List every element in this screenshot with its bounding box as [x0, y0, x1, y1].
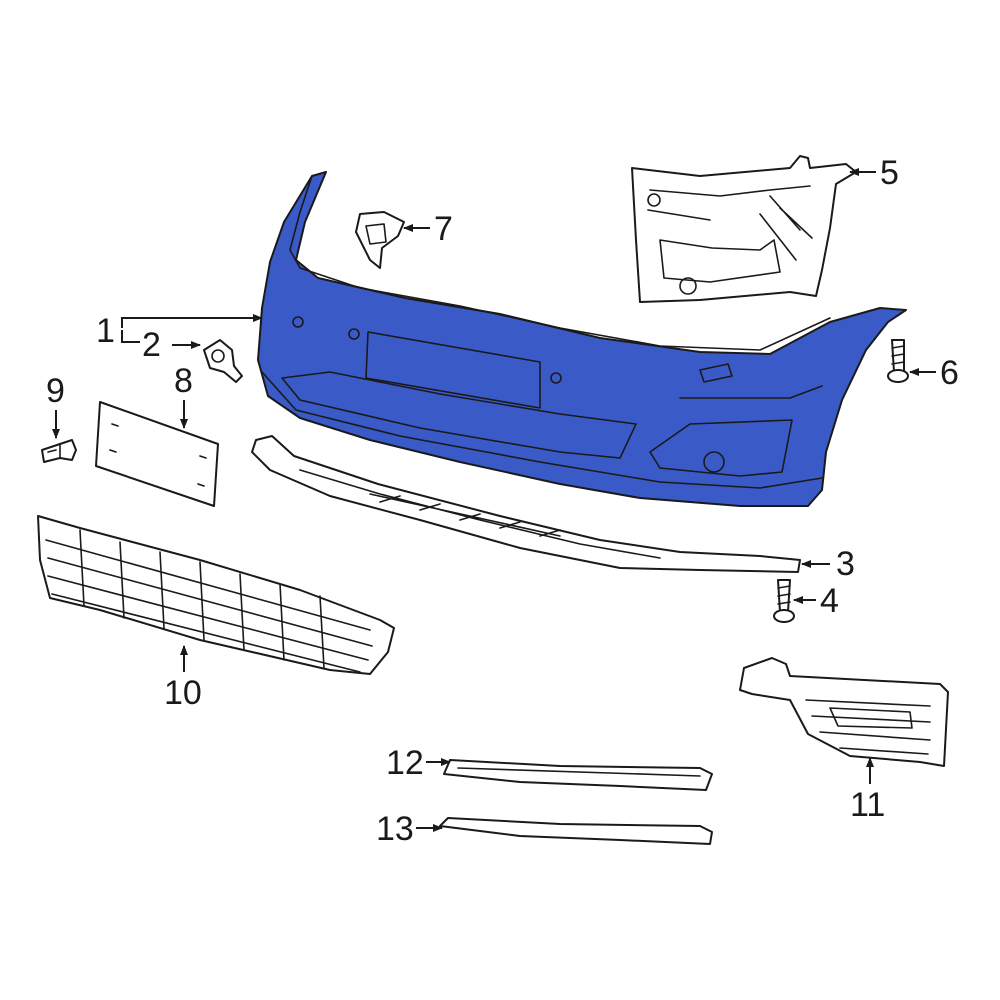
side-grille-slats: [805, 699, 931, 755]
callout-6: 6: [940, 354, 959, 392]
sensor-hole-1: [292, 316, 304, 328]
screw-6-thread: [891, 345, 905, 365]
screw-4-head: [773, 609, 795, 623]
trim-molding-part-13[interactable]: [439, 817, 713, 845]
callout-labels: 1 2 3 4 5 6 7 8 9 10 11 12 13: [46, 154, 959, 848]
license-bracket-part[interactable]: [95, 401, 219, 507]
leader-lines: [52, 168, 936, 832]
callout-12: 12: [386, 744, 424, 782]
callout-1: 1: [96, 312, 115, 350]
grille-outline: [37, 515, 395, 675]
bracket-window: [659, 239, 781, 283]
side-grille-inner: [829, 707, 913, 729]
bracket-hole-2: [679, 277, 697, 295]
bumper-top-ridge: [289, 175, 831, 351]
grille-bars: [79, 529, 325, 669]
side-contour: [679, 385, 823, 399]
push-pin-part[interactable]: [41, 439, 77, 463]
callout-11: 11: [850, 786, 885, 824]
clip-part-2[interactable]: [203, 339, 243, 383]
plate-recess: [365, 331, 541, 409]
callout-4: 4: [820, 582, 839, 620]
callout-7: 7: [434, 210, 453, 248]
fog-pocket: [649, 419, 793, 477]
spoiler-shape: [251, 435, 801, 573]
clip-shape: [203, 339, 243, 383]
trim-strip-part-12[interactable]: [443, 759, 713, 791]
bracket-ribs: [647, 185, 813, 261]
lower-grille-part[interactable]: [37, 515, 395, 675]
callout-3: 3: [836, 545, 855, 583]
sensor-hole-3: [550, 372, 562, 384]
trim-12-detail: [457, 767, 701, 777]
leader-1b: [121, 330, 140, 343]
sensor-hole-2: [348, 328, 360, 340]
plate-bracket-holes: [109, 423, 207, 487]
screw-6-head: [887, 369, 909, 383]
bracket-shape: [631, 155, 857, 303]
callout-10: 10: [164, 674, 202, 712]
clip-7-detail: [365, 223, 387, 245]
trim-12-shape: [443, 759, 713, 791]
spoiler-slots: [379, 495, 561, 537]
side-grille-shape: [739, 657, 949, 767]
screw-part-4[interactable]: [773, 579, 795, 623]
lower-opening: [281, 371, 637, 459]
side-grille-part[interactable]: [739, 657, 949, 767]
fog-lamp-hole: [703, 451, 725, 473]
clip-hole: [211, 349, 225, 363]
bracket-clip-part-7[interactable]: [355, 211, 405, 269]
callout-2: 2: [142, 326, 161, 364]
clip-7-shape: [355, 211, 405, 269]
screw-part-6[interactable]: [887, 339, 909, 383]
mounting-bracket-part[interactable]: [631, 155, 857, 303]
callout-9: 9: [46, 372, 65, 410]
tow-hook-cover: [699, 363, 733, 383]
bumper-cover-part[interactable]: [257, 171, 907, 507]
leader-1: [121, 314, 263, 328]
spoiler-ribs: [299, 469, 661, 559]
screw-4-thread: [777, 585, 791, 605]
callout-5: 5: [880, 154, 899, 192]
callout-13: 13: [376, 810, 414, 848]
callout-8: 8: [174, 362, 193, 400]
grille-slats: [45, 539, 373, 673]
bumper-lower-line: [261, 371, 823, 489]
trim-13-shape: [439, 817, 713, 845]
pin-detail: [47, 443, 61, 459]
bracket-hole-1: [647, 193, 661, 207]
pin-shape: [41, 439, 77, 463]
plate-bracket-shape: [95, 401, 219, 507]
lower-spoiler-part[interactable]: [251, 435, 801, 573]
